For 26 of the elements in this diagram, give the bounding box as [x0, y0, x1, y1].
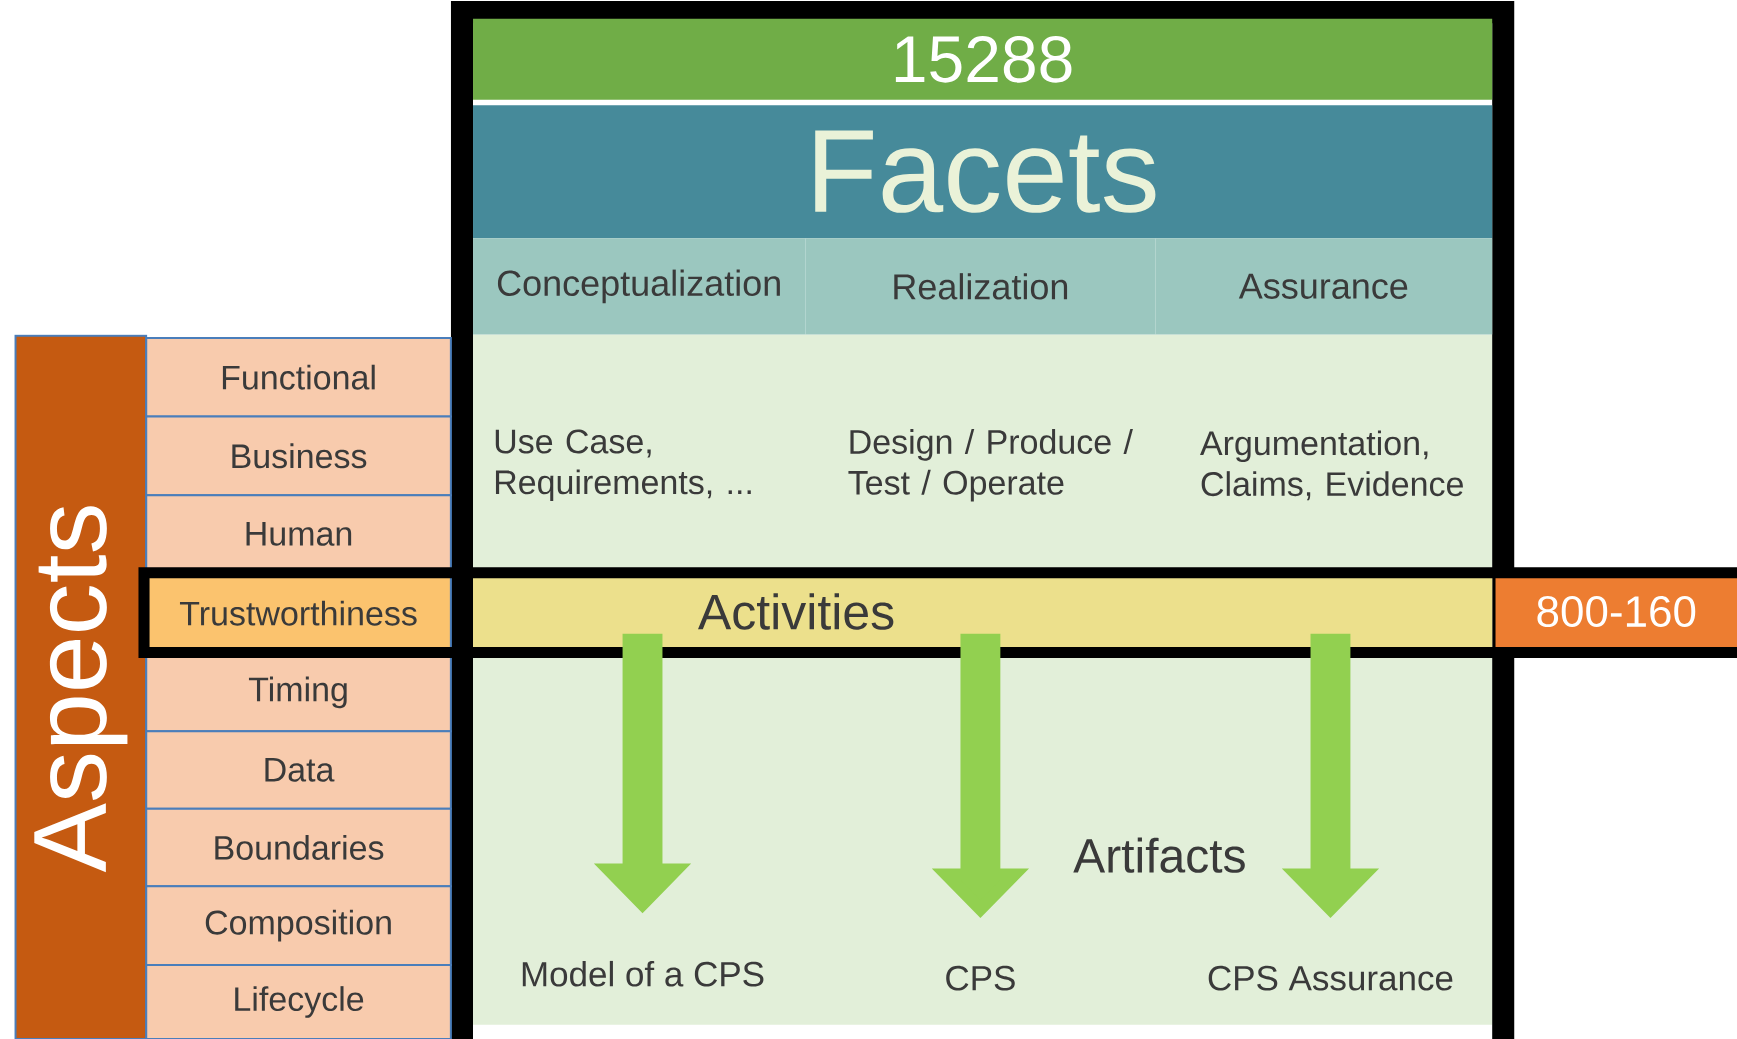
activities-band: Activities [473, 576, 1493, 647]
title-bar: 15288 [473, 18, 1493, 100]
column-header: Conceptualization [473, 238, 806, 335]
artifact-label: Model of a CPS [522, 960, 764, 987]
tag-box: 800-160 [1495, 576, 1737, 647]
aspect-cell: Human [145, 494, 452, 574]
aspect-cell: Boundaries [145, 807, 452, 888]
aspect-cell: Data [145, 730, 452, 810]
node-label: Conceptualization [497, 269, 780, 304]
aspect-cell: Business [145, 415, 452, 497]
cell-text: Design / Produce / Test / Operate [848, 429, 1133, 502]
artifact-label: CPS Assurance [1208, 965, 1453, 991]
node-label: Assurance [1238, 273, 1408, 299]
column-header: Assurance [1155, 238, 1493, 335]
artifact-label: CPS [946, 965, 1015, 991]
cell-text: Argumentation, Claims, Evidence [1200, 430, 1463, 501]
aspect-cell: Composition [145, 885, 452, 966]
aspect-cell: Functional [145, 336, 452, 418]
aspect-cell: Lifecycle [145, 963, 452, 1039]
section-label: Artifacts [1073, 837, 1245, 873]
node-label: Realization [894, 273, 1068, 300]
header-band: Facets [473, 105, 1493, 239]
side-band: Aspects [14, 334, 148, 1039]
column-header: Realization [805, 238, 1156, 335]
aspect-cell: Timing [145, 652, 452, 733]
cell-text: Use Case, Requirements, ... [495, 429, 751, 502]
